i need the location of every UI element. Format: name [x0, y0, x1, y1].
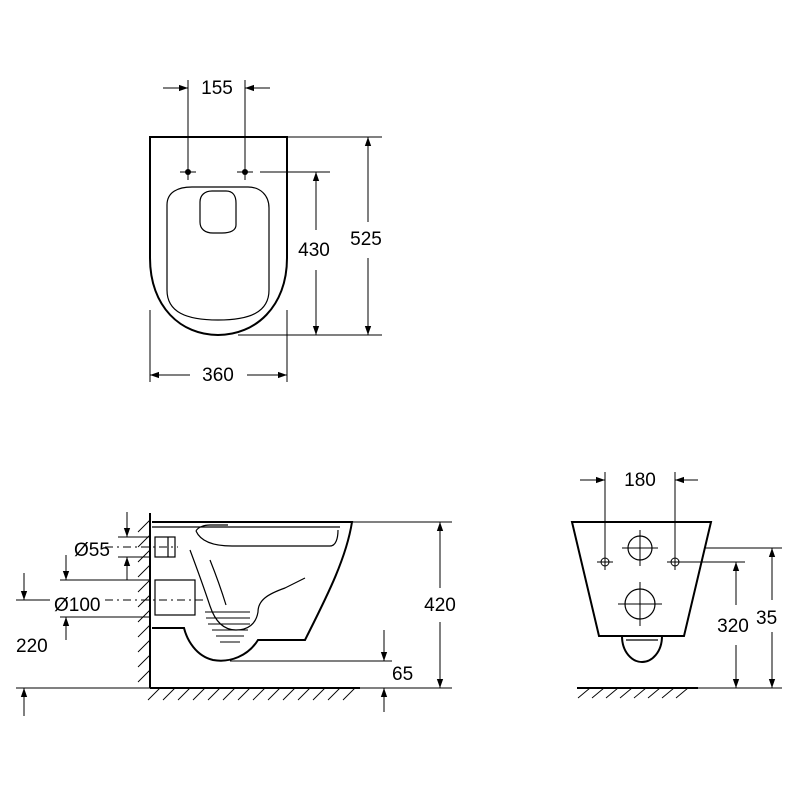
label-430: 430 [298, 240, 330, 261]
top-view: 155 430 525 360 [149, 78, 382, 386]
label-525: 525 [350, 229, 382, 250]
label-d100: Ø100 [54, 595, 100, 616]
dimension-65 [230, 630, 392, 712]
label-d55: Ø55 [74, 540, 110, 561]
water-level [205, 611, 250, 643]
label-180: 180 [624, 470, 656, 491]
mounting-hole-left [180, 164, 196, 180]
trap-channel-inner [209, 559, 227, 606]
front-view: 180 320 35 [570, 470, 782, 699]
front-inlet-opening [622, 530, 658, 566]
seat-opening [166, 186, 270, 321]
label-35: 35 [756, 608, 777, 629]
dimension-430 [260, 171, 330, 335]
dimension-525 [238, 136, 382, 336]
top-view-outline [149, 136, 288, 337]
mounting-hole-right [237, 164, 253, 180]
dimension-220 [16, 573, 150, 716]
front-floor-hatch [577, 687, 689, 699]
label-320: 320 [717, 616, 749, 637]
dimension-d55 [118, 512, 150, 580]
dimension-180 [580, 472, 698, 554]
front-bowl-bottom [621, 635, 663, 664]
front-view-outline [570, 521, 713, 637]
dimension-35 [705, 547, 782, 689]
dimension-320 [683, 561, 745, 689]
front-outlet-opening [618, 582, 662, 626]
dimension-d100 [60, 555, 150, 640]
label-220: 220 [16, 636, 48, 657]
dimension-360 [149, 310, 288, 382]
label-155: 155 [201, 78, 233, 99]
front-mounting-hole-left [597, 554, 613, 570]
outlet-connector [154, 579, 196, 616]
label-360: 360 [202, 365, 234, 386]
seat-inner-opening [199, 190, 237, 234]
side-view-outline [152, 521, 354, 662]
label-420: 420 [424, 595, 456, 616]
dimension-155 [163, 80, 270, 164]
side-rim-curl [195, 524, 339, 547]
side-view: Ø55 Ø100 220 420 [16, 512, 456, 716]
label-65: 65 [392, 664, 413, 685]
dimension-420 [352, 521, 452, 689]
wall-hatch [137, 519, 151, 683]
front-mounting-hole-right [667, 554, 683, 570]
floor-hatch [147, 687, 356, 701]
